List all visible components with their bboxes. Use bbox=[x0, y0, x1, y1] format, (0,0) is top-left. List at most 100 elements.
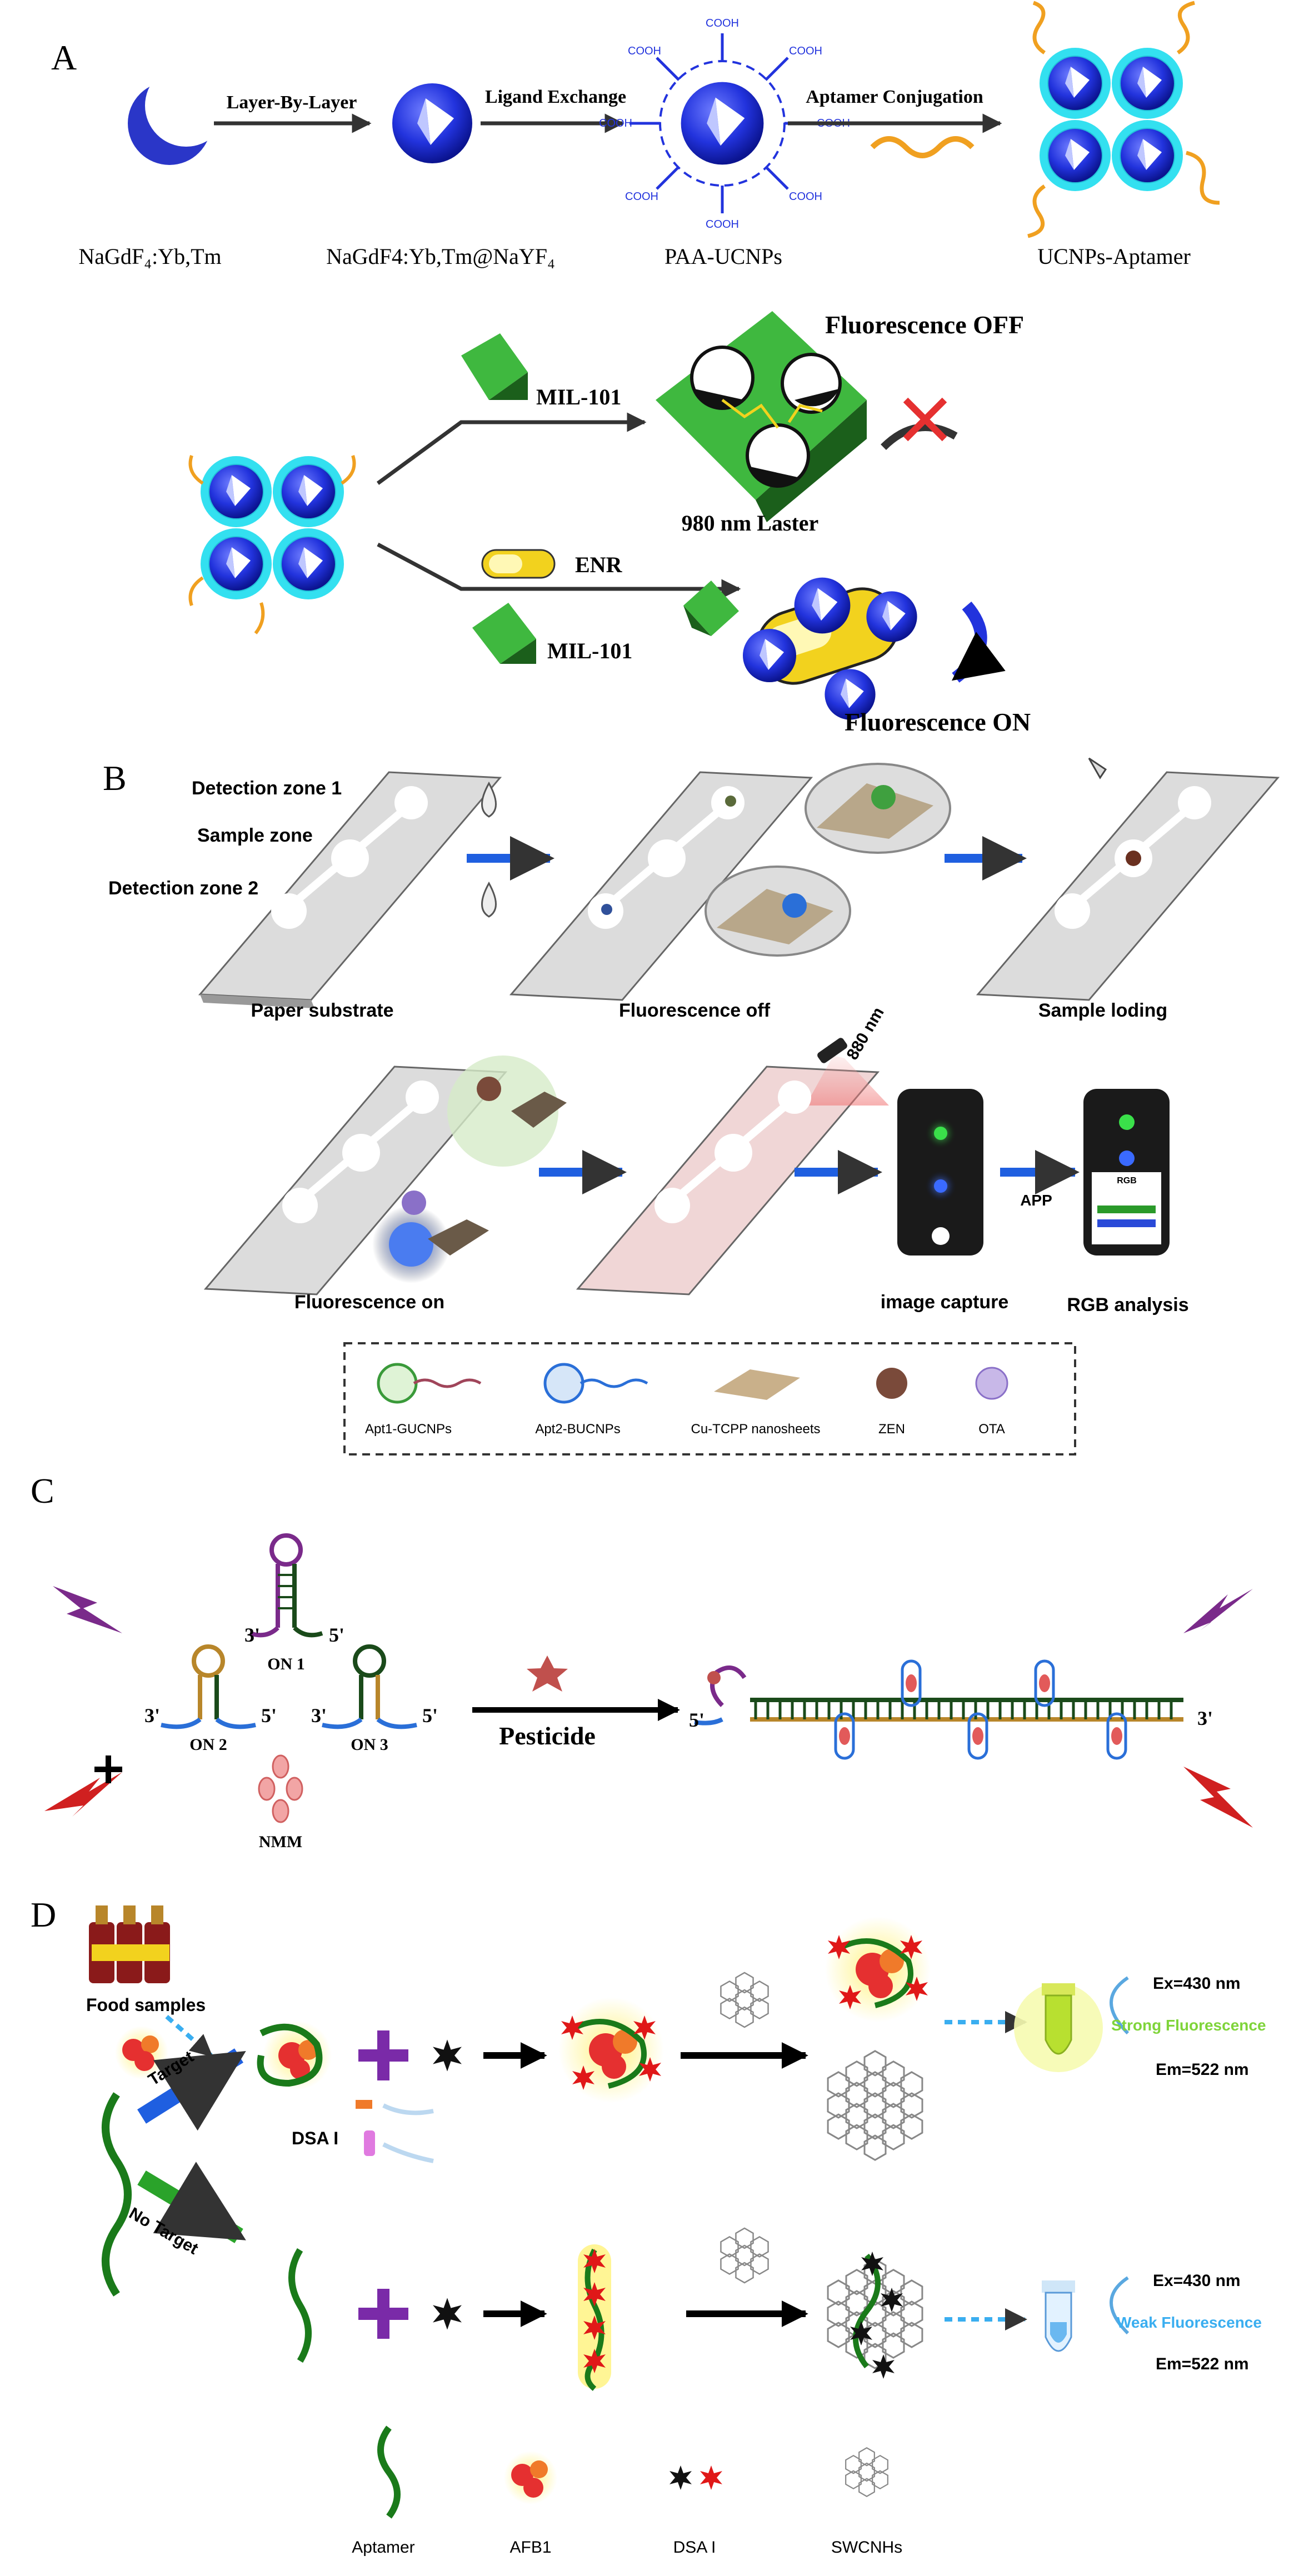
aptamer-afb1-complex bbox=[257, 2021, 332, 2090]
strong-emission-arc bbox=[1110, 1976, 1130, 2035]
detection-zone-2-label: Detection zone 2 bbox=[108, 878, 258, 899]
dsa-orange-bar bbox=[356, 2100, 372, 2109]
paa-particle: COOH COOH COOH COOH COOH COOH COOH COOH bbox=[599, 17, 850, 231]
on3-5prime: 5' bbox=[422, 1704, 438, 1727]
enr-bound-complex bbox=[743, 577, 917, 720]
core-particle bbox=[128, 64, 227, 165]
ex-top: Ex=430 nm bbox=[1153, 1974, 1241, 1993]
mil101-label-bottom: MIL-101 bbox=[547, 638, 632, 663]
fluorescence-off-caption: Fluorescence off bbox=[619, 1000, 771, 1021]
input-aptamer bbox=[102, 2092, 132, 2297]
g-quadruplex-nmm bbox=[834, 1712, 855, 1760]
g-quadruplex-nmm bbox=[1034, 1659, 1055, 1707]
legend-dsa-red-icon bbox=[700, 2465, 722, 2490]
panel-c-letter: C bbox=[31, 1471, 54, 1510]
on2-label: ON 2 bbox=[189, 1735, 227, 1754]
zoom-bubble-blue bbox=[705, 866, 851, 957]
dsa-star-icon-bottom bbox=[433, 2298, 462, 2330]
fluorescence-on-caption: Fluorescence on bbox=[294, 1292, 444, 1313]
ex-bottom: Ex=430 nm bbox=[1153, 2272, 1241, 2290]
cooh-label: COOH bbox=[628, 45, 661, 57]
red-cross-icon bbox=[903, 397, 947, 442]
light-bolt-right-bottom-icon bbox=[1183, 1767, 1253, 1828]
fluorescence-on-label: Fluorescence ON bbox=[845, 708, 1031, 736]
coreshell-label: NaGdF4:Yb,Tm@NaYF₄ bbox=[326, 244, 555, 269]
swcnh-adsorbed bbox=[827, 2252, 923, 2379]
sample-loading-label: Sample loding bbox=[1038, 1000, 1167, 1021]
dsa-pink-bar bbox=[364, 2130, 375, 2156]
droplet-icon bbox=[481, 781, 497, 918]
swcnh-free-top bbox=[827, 2050, 923, 2161]
plus-icon-bottom bbox=[358, 2289, 408, 2339]
panel-b: B Detection zone 1 Sample zone Detection… bbox=[103, 757, 1280, 1455]
g-quadruplex-nmm bbox=[967, 1712, 988, 1760]
mil101-icon-bottom bbox=[472, 603, 536, 664]
dsa-star-icon bbox=[433, 2039, 462, 2072]
cooh-label: COOH bbox=[789, 45, 822, 57]
g-quadruplex-nmm bbox=[1106, 1712, 1127, 1760]
on1-label: ON 1 bbox=[267, 1655, 305, 1673]
mil101-label-top: MIL-101 bbox=[536, 384, 621, 409]
paper-substrate bbox=[198, 771, 502, 1008]
em-bottom: Em=522 nm bbox=[1156, 2355, 1249, 2373]
paper-substrate-label: Paper substrate bbox=[251, 1000, 394, 1021]
legend-apt2: Apt2-BUCNPs bbox=[535, 1422, 620, 1437]
ucnp-cluster-lower bbox=[188, 455, 356, 634]
paa-label: PAA-UCNPs bbox=[665, 244, 782, 269]
cooh-label: COOH bbox=[789, 191, 822, 203]
panel-b-letter: B bbox=[103, 758, 127, 798]
legend-aptamer: Aptamer bbox=[352, 2538, 414, 2557]
pesticide-icon bbox=[527, 1655, 568, 1692]
no-target-arrow bbox=[137, 2162, 246, 2243]
nmm-molecules bbox=[258, 1754, 303, 1823]
quencher-plus-icon bbox=[94, 1755, 122, 1783]
enr-capsule-icon bbox=[481, 549, 556, 579]
panel-c: C 3' 5' ON 1 3' 5' bbox=[31, 1471, 1253, 1851]
legend-afb1: AFB1 bbox=[509, 2538, 551, 2557]
emission-arrow bbox=[951, 601, 1006, 683]
legend-afb1-icon bbox=[504, 2451, 557, 2504]
ucnps-aptamer-cluster bbox=[1027, 1, 1220, 238]
smartphone-rgb-app: RGB bbox=[1083, 1089, 1170, 1256]
weak-tube-icon bbox=[1042, 2280, 1075, 2352]
step-label-3: Aptamer Conjugation bbox=[806, 87, 983, 107]
rgb-title: RGB bbox=[1117, 1176, 1137, 1186]
legend-dsa: DSA I bbox=[673, 2538, 716, 2557]
sample-dashed-arrow bbox=[165, 2014, 213, 2058]
nanowire-3prime: 3' bbox=[1197, 1707, 1213, 1729]
legend-zen: ZEN bbox=[878, 1422, 905, 1437]
free-aptamer bbox=[288, 2248, 312, 2363]
legend-dsa-black-icon bbox=[670, 2465, 692, 2490]
on2-5prime: 5' bbox=[261, 1704, 277, 1727]
aptamer-label: UCNPs-Aptamer bbox=[1037, 244, 1191, 269]
cooh-label: COOH bbox=[599, 117, 632, 129]
hairpin-on1 bbox=[249, 1533, 323, 1638]
smartphone-capture bbox=[897, 1089, 983, 1256]
hairpin-on2 bbox=[161, 1644, 256, 1729]
on3-3prime: 3' bbox=[311, 1704, 327, 1727]
food-bottles-icon bbox=[89, 1905, 170, 1983]
pesticide-label: Pesticide bbox=[499, 1722, 596, 1750]
nanowire-5prime: 5' bbox=[689, 1709, 705, 1731]
cooh-label: COOH bbox=[706, 17, 739, 29]
released-complex bbox=[825, 1917, 931, 2022]
light-bolt-right-top-icon bbox=[1183, 1589, 1253, 1633]
rgb-analysis-label: RGB analysis bbox=[1067, 1294, 1188, 1315]
legend-apt1: Apt1-GUCNPs bbox=[365, 1422, 452, 1437]
panel-a-letter: A bbox=[51, 38, 77, 77]
target-arrow bbox=[137, 2048, 246, 2131]
legend-aptamer-icon bbox=[377, 2425, 401, 2519]
dsa-label: DSA I bbox=[292, 2128, 338, 2148]
on3-label: ON 3 bbox=[351, 1735, 388, 1754]
app-label: APP bbox=[1020, 1192, 1052, 1209]
mil101-free-icon bbox=[683, 581, 739, 636]
step-label-1: Layer-By-Layer bbox=[227, 92, 357, 113]
cooh-label: COOH bbox=[706, 218, 739, 231]
panel-b-legend: Apt1-GUCNPs Apt2-BUCNPs Cu-TCPP nanoshee… bbox=[343, 1342, 1076, 1455]
detection-zone-1-label: Detection zone 1 bbox=[192, 778, 342, 799]
nmm-label: NMM bbox=[259, 1833, 302, 1851]
dsa-curve-top bbox=[382, 2103, 434, 2115]
enr-label: ENR bbox=[575, 552, 623, 577]
food-samples-label: Food samples bbox=[86, 1995, 206, 2015]
paper-fluorescence-off bbox=[509, 771, 813, 1001]
